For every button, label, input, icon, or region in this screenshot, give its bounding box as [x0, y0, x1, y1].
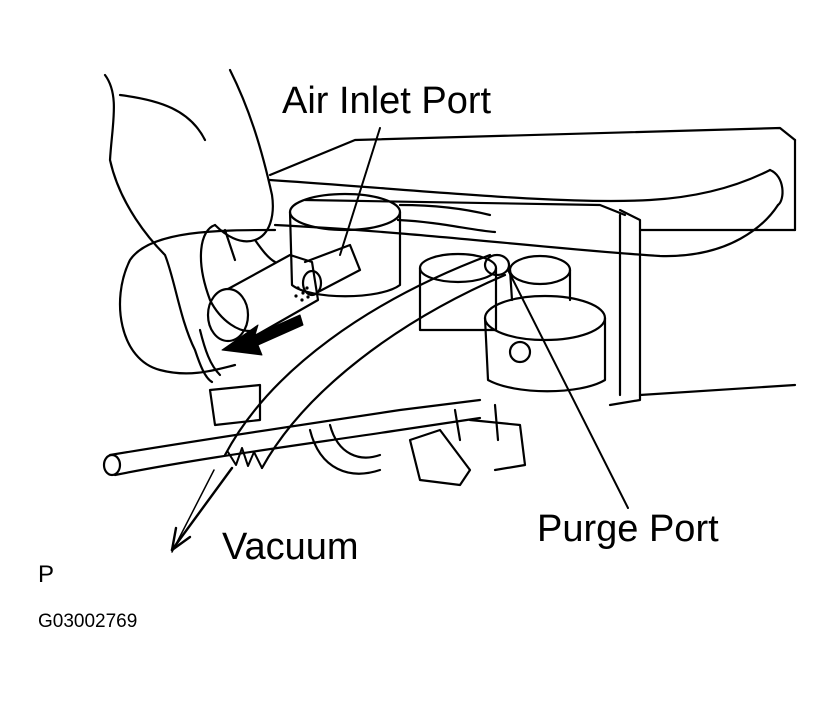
upper-hose [268, 168, 784, 258]
lower-plumbing [102, 383, 527, 487]
air-inlet-port-label: Air Inlet Port [282, 80, 492, 122]
canister-body [268, 126, 797, 407]
purge-hose [223, 253, 511, 470]
hand [103, 68, 277, 384]
wire-loop [118, 228, 277, 375]
finger-tube [206, 243, 362, 343]
vacuum-label: Vacuum [222, 526, 359, 568]
view-code-label: P [38, 561, 55, 588]
figure-id-label: G03002769 [38, 611, 138, 632]
vacuum-arrow [170, 466, 234, 553]
airflow-arrow [221, 314, 304, 356]
leader-lines [339, 127, 629, 509]
valve-assemblies [288, 192, 607, 393]
purge-port-label: Purge Port [537, 508, 719, 550]
